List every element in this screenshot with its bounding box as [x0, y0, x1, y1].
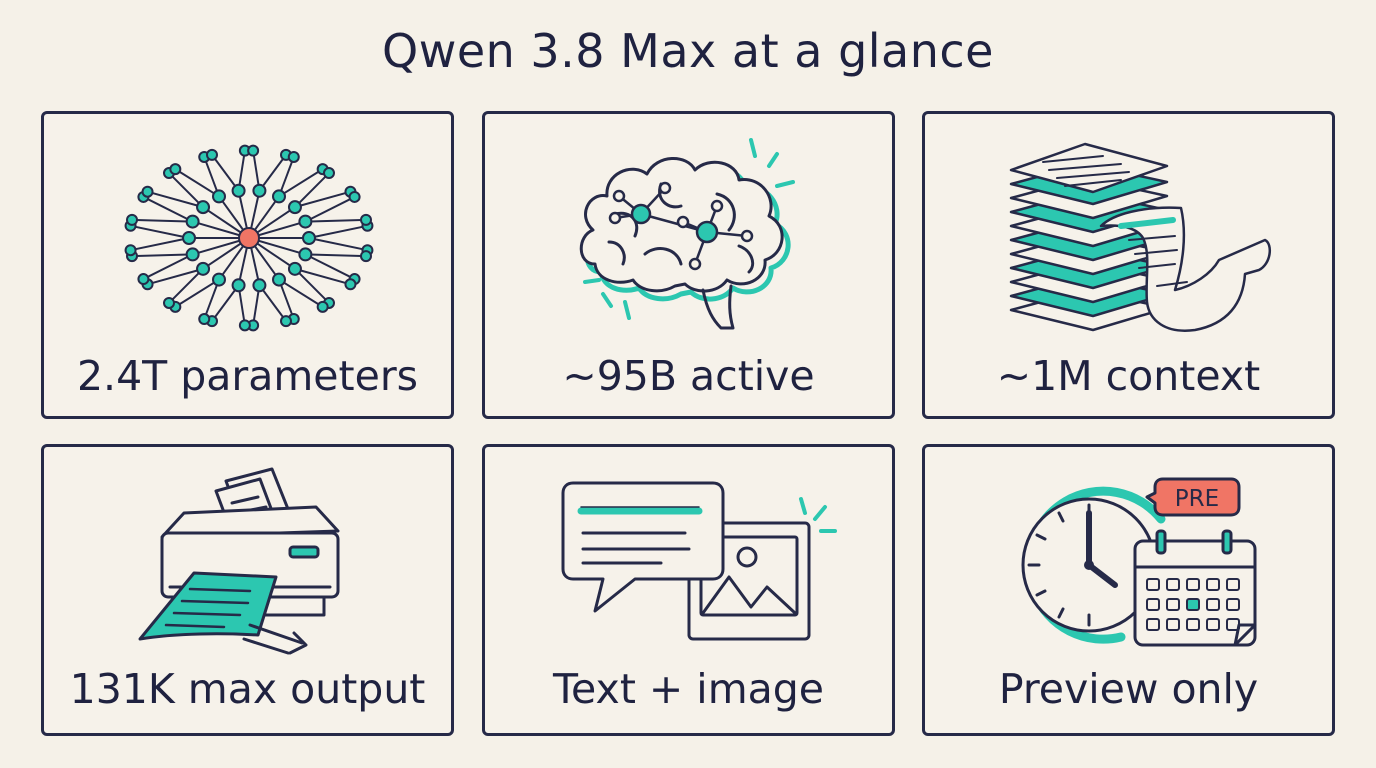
preview-badge: PRE	[1175, 486, 1219, 512]
network-graph-icon	[124, 144, 374, 332]
card-label-context: ~1M context	[996, 352, 1261, 400]
page-title: Qwen 3.8 Max at a glance	[382, 24, 994, 78]
card-parameters: 2.4T parameters	[41, 111, 454, 419]
card-modalities: Text + image	[482, 444, 895, 736]
card-max-output: 131K max output	[41, 444, 454, 736]
card-label-preview: Preview only	[998, 665, 1259, 713]
clock-calendar-icon: PRE	[1021, 477, 1257, 647]
card-label-modalities: Text + image	[552, 665, 825, 713]
card-preview: PRE Preview only	[922, 444, 1335, 736]
card-context: ~1M context	[922, 111, 1335, 419]
document-stack-icon	[1009, 142, 1272, 332]
chat-image-icon	[561, 481, 837, 641]
card-label-active: ~95B active	[562, 352, 815, 400]
card-active: ~95B active	[482, 111, 895, 419]
card-label-max-output: 131K max output	[69, 665, 426, 713]
brain-icon	[579, 138, 795, 330]
printer-icon	[138, 467, 340, 655]
card-label-parameters: 2.4T parameters	[76, 352, 419, 400]
